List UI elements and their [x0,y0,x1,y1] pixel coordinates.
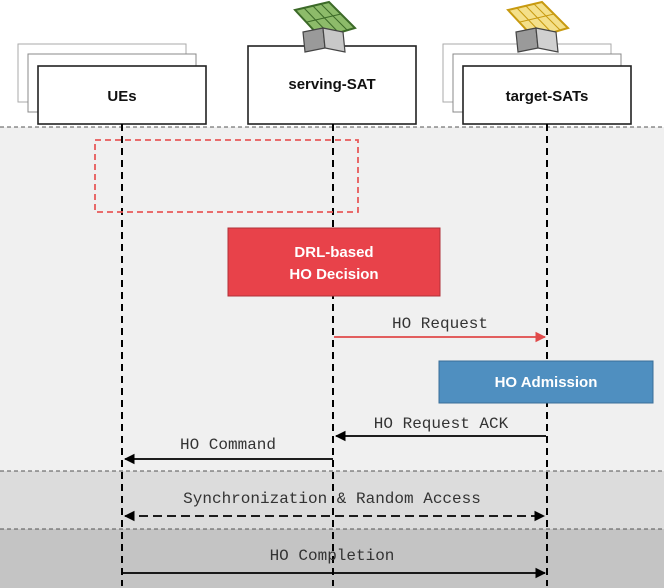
ho-admission-label: HO Admission [495,374,598,391]
ues-entity: UEs [17,43,207,125]
serving-sat-entity: serving-SAT [247,45,417,125]
ho-admission-box: HO Admission [438,360,654,404]
ho-command-label: HO Command [180,436,276,454]
ho-request-ack-label: HO Request ACK [374,415,509,433]
ues-label: UEs [107,88,136,105]
target-sats-label: target-SATs [506,88,589,105]
ho-request-label: HO Request [392,315,488,333]
drl-ho-decision-line1: DRL-based [294,244,373,261]
drl-ho-decision-line2: HO Decision [289,266,378,283]
serving-sat-label: serving-SAT [288,76,375,93]
dashed-highlight-box [94,139,359,213]
ho-completion-label: HO Completion [270,547,395,565]
satellite-icon [506,0,570,53]
sync-random-access-label: Synchronization & Random Access [183,490,481,508]
target-sats-entity: target-SATs [442,43,632,125]
drl-ho-decision-box: DRL-based HO Decision [227,227,441,297]
satellite-icon [293,0,357,53]
